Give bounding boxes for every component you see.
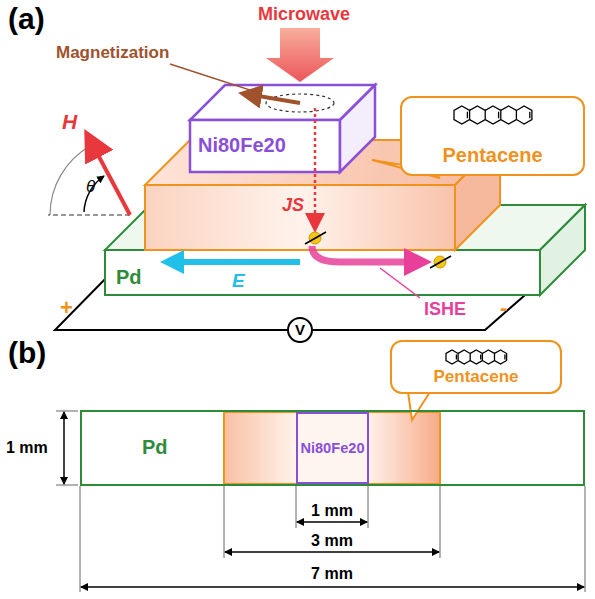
node-text: V: [295, 322, 305, 339]
effect-label: ISHE: [424, 300, 466, 320]
node-text: Pentacene: [442, 144, 542, 166]
angle-arc: [50, 146, 90, 215]
leader-line: [170, 64, 262, 94]
dimension-label: 1 mm: [6, 439, 48, 457]
spin-current-arrow: [314, 108, 317, 228]
magnetization-label: Magnetization: [56, 44, 169, 63]
leader-line: [380, 268, 420, 298]
pentacene-molecule: [452, 104, 534, 126]
spin-current-label: JS: [282, 196, 304, 216]
spin-arrow: [430, 256, 451, 268]
node-text: Ni80Fe20: [300, 440, 364, 456]
pd-strip-top-view: Pd Ni80Fe20: [80, 410, 585, 486]
callout-tail: [408, 392, 430, 420]
material-label: Ni80Fe20: [198, 134, 286, 156]
dimension-label: 1 mm: [309, 502, 355, 520]
angle-arrow: [84, 176, 104, 212]
panel-label: (a): [8, 2, 45, 35]
pentacene-film: [224, 412, 440, 484]
panel-label: (b): [8, 336, 46, 369]
ishe-arrow: [312, 246, 418, 262]
dimension-arrows: [64, 412, 584, 587]
callout-bubble: Pentacene: [400, 96, 585, 176]
terminal-sign: +: [60, 296, 73, 320]
microwave-label: Microwave: [258, 5, 350, 25]
field-label: H: [62, 110, 77, 133]
nife-block: [190, 85, 375, 172]
node-text: Pentacene: [433, 368, 518, 387]
node-text: Pd: [142, 436, 168, 458]
material-label: Pd: [116, 266, 142, 288]
spin-arrow: [305, 232, 326, 244]
field-label: E: [232, 271, 245, 292]
voltmeter-symbol: V: [287, 317, 313, 343]
angle-label: θ: [86, 178, 95, 197]
magnetization-arrow: [246, 94, 300, 103]
terminal-sign: -: [500, 296, 507, 320]
h-field-arrow: [88, 136, 130, 215]
microwave-arrow: [266, 28, 334, 82]
electric-field-arrow: [172, 259, 300, 265]
dimension-label: 7 mm: [309, 565, 355, 583]
dimension-label: 3 mm: [309, 532, 355, 550]
reference-line: [48, 214, 130, 215]
pentacene-molecule: [444, 348, 509, 366]
nife-pad: Ni80Fe20: [296, 412, 369, 484]
dimension-lines: [56, 411, 585, 592]
callout-bubble: Pentacene: [390, 340, 562, 394]
